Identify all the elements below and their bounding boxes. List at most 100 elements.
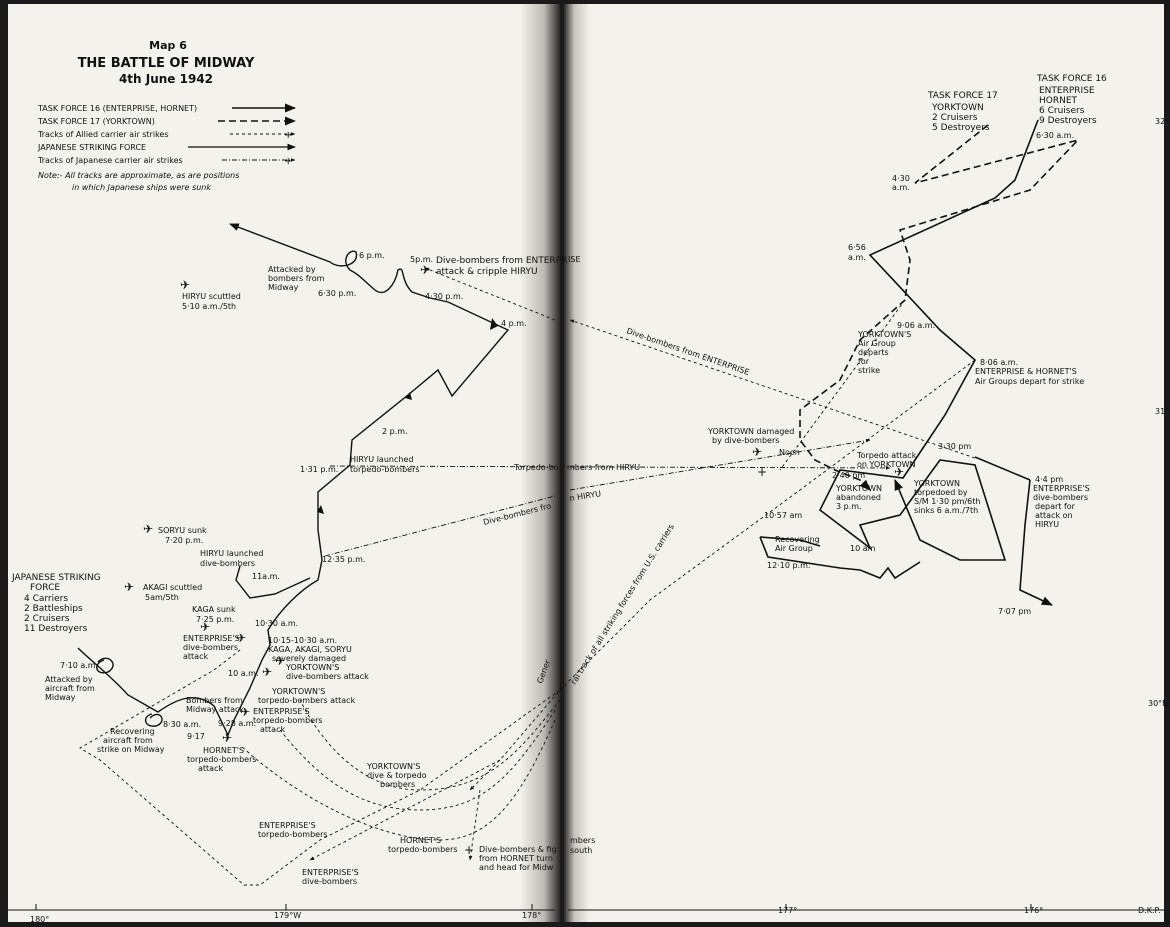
svg-text:Dive-bombers from ENTERPR: Dive-bombers from ENTERPR: [436, 256, 567, 266]
svg-text:✈: ✈: [200, 620, 210, 634]
svg-text:12·10 p.m.: 12·10 p.m.: [767, 561, 810, 570]
tf16-track: [818, 119, 1039, 561]
svg-text:9 Destroyers: 9 Destroyers: [1039, 116, 1097, 126]
svg-text:YORKTOWN: YORKTOWN: [913, 479, 960, 488]
svg-text:✈: ✈: [752, 445, 762, 459]
tf16-summary: TASK FORCE 16 ENTERPRISE HORNET 6 Cruise…: [1036, 74, 1107, 126]
svg-text:5am/5th: 5am/5th: [145, 593, 179, 602]
svg-text:HORNET'S: HORNET'S: [400, 836, 441, 845]
svg-text:ENTERPRISE & HORNET'S: ENTERPRISE & HORNET'S: [975, 367, 1077, 376]
tf16-evening-track: [1019, 479, 1054, 606]
tf17-summary: TASK FORCE 17 YORKTOWN 2 Cruisers 5 Dest…: [927, 91, 998, 133]
svg-text:attack: attack: [183, 652, 208, 661]
svg-text:torpedo-bombers: torpedo-bombers: [258, 830, 328, 839]
svg-text:mbers: mbers: [570, 836, 595, 845]
svg-text:Noon: Noon: [779, 448, 800, 457]
svg-text:Recovering: Recovering: [775, 535, 820, 544]
svg-text:5·10 a.m./5th: 5·10 a.m./5th: [182, 302, 236, 311]
svg-text:10·57 am: 10·57 am: [764, 511, 802, 520]
evasion-loop-1: [96, 657, 114, 674]
svg-text:HORNET'S: HORNET'S: [203, 746, 244, 755]
svg-text:YORKTOWN'S: YORKTOWN'S: [285, 663, 339, 672]
hiryu-dive-track: [324, 440, 870, 557]
svg-text:5 Destroyers: 5 Destroyers: [932, 123, 990, 133]
legend-plane-icon: +: [284, 130, 292, 141]
svg-text:FORCE: FORCE: [30, 583, 60, 593]
svg-text:Torpedo attack: Torpedo attack: [856, 451, 917, 460]
svg-text:+: +: [284, 156, 292, 167]
svg-text:177°: 177°: [778, 906, 797, 915]
svg-text:ENTERPRISE'S: ENTERPRISE'S: [302, 868, 359, 877]
tf17-track: [799, 124, 1081, 491]
svg-text:torpedo-bombers: torpedo-bombers: [253, 716, 323, 725]
legend: TASK FORCE 16 (ENTERPRISE, HORNET) TASK …: [37, 103, 297, 192]
svg-text:31°-: 31°-: [1155, 407, 1170, 416]
svg-text:4 p.m.: 4 p.m.: [501, 319, 527, 328]
svg-text:ISE: ISE: [568, 255, 581, 264]
svg-text:YORKTOWN'S: YORKTOWN'S: [271, 687, 325, 696]
gutter-shadow-left: [520, 4, 560, 922]
svg-text:2 p.m.: 2 p.m.: [382, 427, 408, 436]
svg-text:ENTERPRISE'S: ENTERPRISE'S: [183, 634, 240, 643]
svg-text:YORKTOWN: YORKTOWN: [931, 103, 984, 113]
svg-text:Attacked by: Attacked by: [268, 265, 316, 274]
svg-text:dive & torpedo: dive & torpedo: [367, 771, 427, 780]
longitude-ticks: [35, 904, 1032, 910]
svg-text:from HORNET turn: from HORNET turn: [479, 854, 553, 863]
svg-text:2 Cruisers: 2 Cruisers: [24, 614, 70, 624]
svg-text:torpedo-bombers: torpedo-bombers: [350, 465, 420, 474]
svg-text:+: +: [757, 465, 767, 479]
svg-text:5p.m.: 5p.m.: [410, 255, 433, 264]
svg-text:YORKTOWN'S: YORKTOWN'S: [857, 330, 911, 339]
svg-text:2 Battleships: 2 Battleships: [24, 604, 83, 614]
right-page: [566, 4, 1164, 922]
legend-tf16-label: TASK FORCE 16 (ENTERPRISE, HORNET): [37, 104, 197, 113]
svg-text:3·30 pm: 3·30 pm: [938, 442, 971, 451]
svg-text:attack & cripple HIRYU: attack & cripple HIRYU: [436, 267, 538, 277]
svg-text:Recovering: Recovering: [110, 727, 155, 736]
svg-text:by dive-bombers: by dive-bombers: [712, 436, 779, 445]
svg-text:KAGA, AKAGI, SORYU: KAGA, AKAGI, SORYU: [268, 645, 352, 654]
svg-text:2·40 pm: 2·40 pm: [832, 471, 865, 480]
svg-text:Dive-bombers & fig: Dive-bombers & fig: [479, 845, 557, 854]
svg-text:7·20 p.m.: 7·20 p.m.: [165, 536, 203, 545]
svg-text:3 p.m.: 3 p.m.: [836, 502, 862, 511]
svg-text:179°W: 179°W: [274, 911, 301, 920]
svg-text:HIRYU scuttled: HIRYU scuttled: [182, 292, 241, 301]
svg-text:attack: attack: [198, 764, 223, 773]
svg-text:✈: ✈: [236, 631, 246, 645]
svg-text:dive-bombers: dive-bombers: [200, 559, 255, 568]
left-page-annotations: HIRYU scuttled 5·10 a.m./5th Attacked by…: [45, 251, 567, 886]
svg-text:1·31 p.m.: 1·31 p.m.: [300, 465, 338, 474]
hiryu-11am-loop: [235, 565, 311, 599]
svg-text:2 Cruisers: 2 Cruisers: [932, 113, 978, 123]
svg-text:6 p.m.: 6 p.m.: [359, 251, 385, 260]
axis-labels: 180° 179°W 178° 177° 176° 32°- 31°- 30°N…: [30, 117, 1170, 924]
legend-tf17-label: TASK FORCE 17 (YORKTOWN): [37, 117, 155, 126]
tf16-recovery-loop: [759, 536, 921, 580]
svg-text:✈: ✈: [222, 731, 232, 745]
svg-text:Midway: Midway: [45, 693, 76, 702]
svg-text:9·28 a.m.: 9·28 a.m.: [218, 719, 256, 728]
svg-text:4·30 p.m.: 4·30 p.m.: [425, 292, 463, 301]
svg-text:and head for Midw: and head for Midw: [479, 863, 554, 872]
svg-text:KAGA sunk: KAGA sunk: [192, 605, 236, 614]
left-page: [8, 4, 558, 922]
svg-text:10·15-10·30 a.m.: 10·15-10·30 a.m.: [268, 636, 337, 645]
svg-text:torpedoed by: torpedoed by: [914, 488, 968, 497]
svg-text:S/M 1·30 pm/6th: S/M 1·30 pm/6th: [914, 497, 980, 506]
svg-text:severely damaged: severely damaged: [272, 654, 346, 663]
svg-text:ENTERPRISE'S: ENTERPRISE'S: [259, 821, 316, 830]
svg-text:✈: ✈: [275, 654, 285, 668]
svg-text:6·30 a.m.: 6·30 a.m.: [1036, 131, 1074, 140]
svg-text:depart for: depart for: [1035, 502, 1076, 511]
svg-text:on YORKTOWN: on YORKTOWN: [857, 460, 916, 469]
enterprise-dive-bomber-track: [569, 319, 976, 459]
tf16-recovery-loop-b: [759, 536, 821, 547]
svg-text:8·06 a.m.: 8·06 a.m.: [980, 358, 1018, 367]
svg-text:Attacked by: Attacked by: [45, 675, 93, 684]
svg-text:180°: 180°: [30, 915, 49, 924]
svg-text:south: south: [570, 846, 592, 855]
